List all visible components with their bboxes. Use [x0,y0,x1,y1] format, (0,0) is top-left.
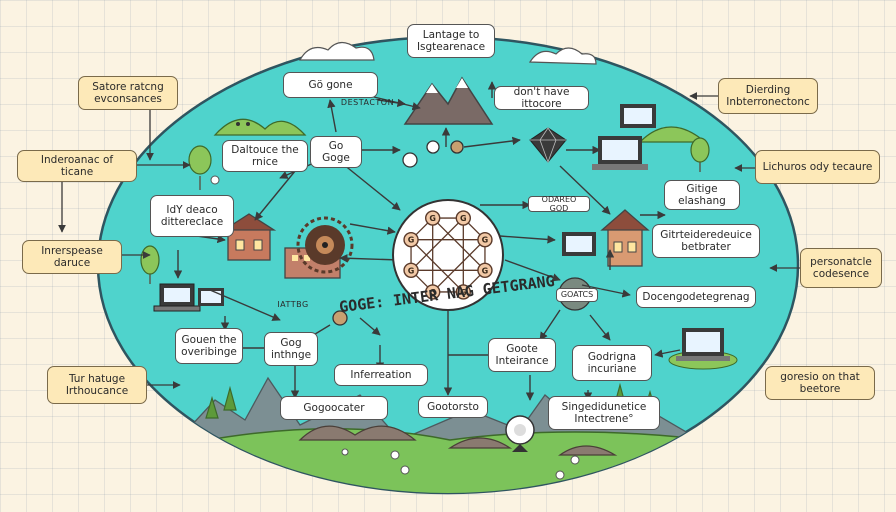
node-caption: IATTBG [277,300,309,310]
chat-bubble-icon [505,415,535,452]
outer-label: Dierding Inbterronectonc [718,78,818,114]
hub-link [410,217,464,271]
node-label: Go Goge [310,136,362,168]
laptop-icon [592,104,656,170]
node-badge: ODAREO GOD [528,195,590,213]
hub-node-label: G [429,214,436,223]
node-label: Gogoocater [280,396,388,420]
hub-link [432,239,486,293]
node-label: Gouen the overibinge [175,328,243,364]
node-label: IdY deaco ditterecIace [150,195,234,237]
outer-label: Inderoanac of ticane [17,150,137,182]
diamond-icon [529,127,567,164]
hub-node [424,284,441,300]
hub-node [477,231,493,248]
node-label: Gö gone [283,72,378,98]
hub-node [477,262,493,279]
outer-label: Satore ratcng evconsances [78,76,178,110]
node-label: Gitrteideredeuice betbrater [652,224,760,258]
hub-node [455,284,472,300]
node-label: don't have ittocore [494,86,589,110]
node-label: Daltouce the rnice [222,140,308,172]
hub-node-label: G [429,288,436,297]
flower-decoration [210,175,580,480]
cloud-decoration [298,41,597,65]
hill-decoration [213,118,307,136]
outer-label: goresio on that beetore [765,366,875,400]
hub-network: G G G G G G G G [403,210,493,300]
hub-link [410,239,464,293]
mountain-decoration [403,76,494,125]
hub-node-label: G [408,236,415,245]
central-hub [392,199,504,311]
node-label: Gitige elashang [664,180,740,210]
laptop-icon [153,283,224,312]
hub-node-label: G [460,288,467,297]
hub-link [432,217,486,271]
hub-node-label: G [408,266,415,275]
hub-node [455,210,472,226]
hub-node-label: G [482,266,489,275]
node-caption: DESTACTON [340,98,395,108]
title-label: Lantage to Isgtearenace [407,24,495,58]
outer-label: Tur hatuge Irthoucance [47,366,147,404]
node-label: Gootorsto [418,396,488,418]
house-icon [600,209,650,267]
monitor-icon [562,232,596,256]
hub-node-label: G [482,236,489,245]
node-label: Goote Inteirance [488,338,556,372]
laptop-icon [668,328,738,370]
gear-icon [296,216,354,274]
node-label: Gog inthnge [264,332,318,366]
hub-node [403,262,419,279]
hub-node [403,231,419,248]
hub-node-label: G [460,214,467,223]
node-label: Docengodetegrenag [636,286,756,308]
node-label: Inferreation [334,364,428,386]
node-label: Godrigna incuriane [572,345,652,381]
outer-label: Lichuros ody tecaure [755,150,880,184]
hub-node [424,210,441,226]
node-badge: GOATCS [556,288,598,302]
outer-label: Inrerspease daruce [22,240,122,274]
node-label: Singedidunetice Intectrene° [548,396,660,430]
outer-label: personatcle codesence [800,248,882,288]
house-icon [221,213,277,261]
